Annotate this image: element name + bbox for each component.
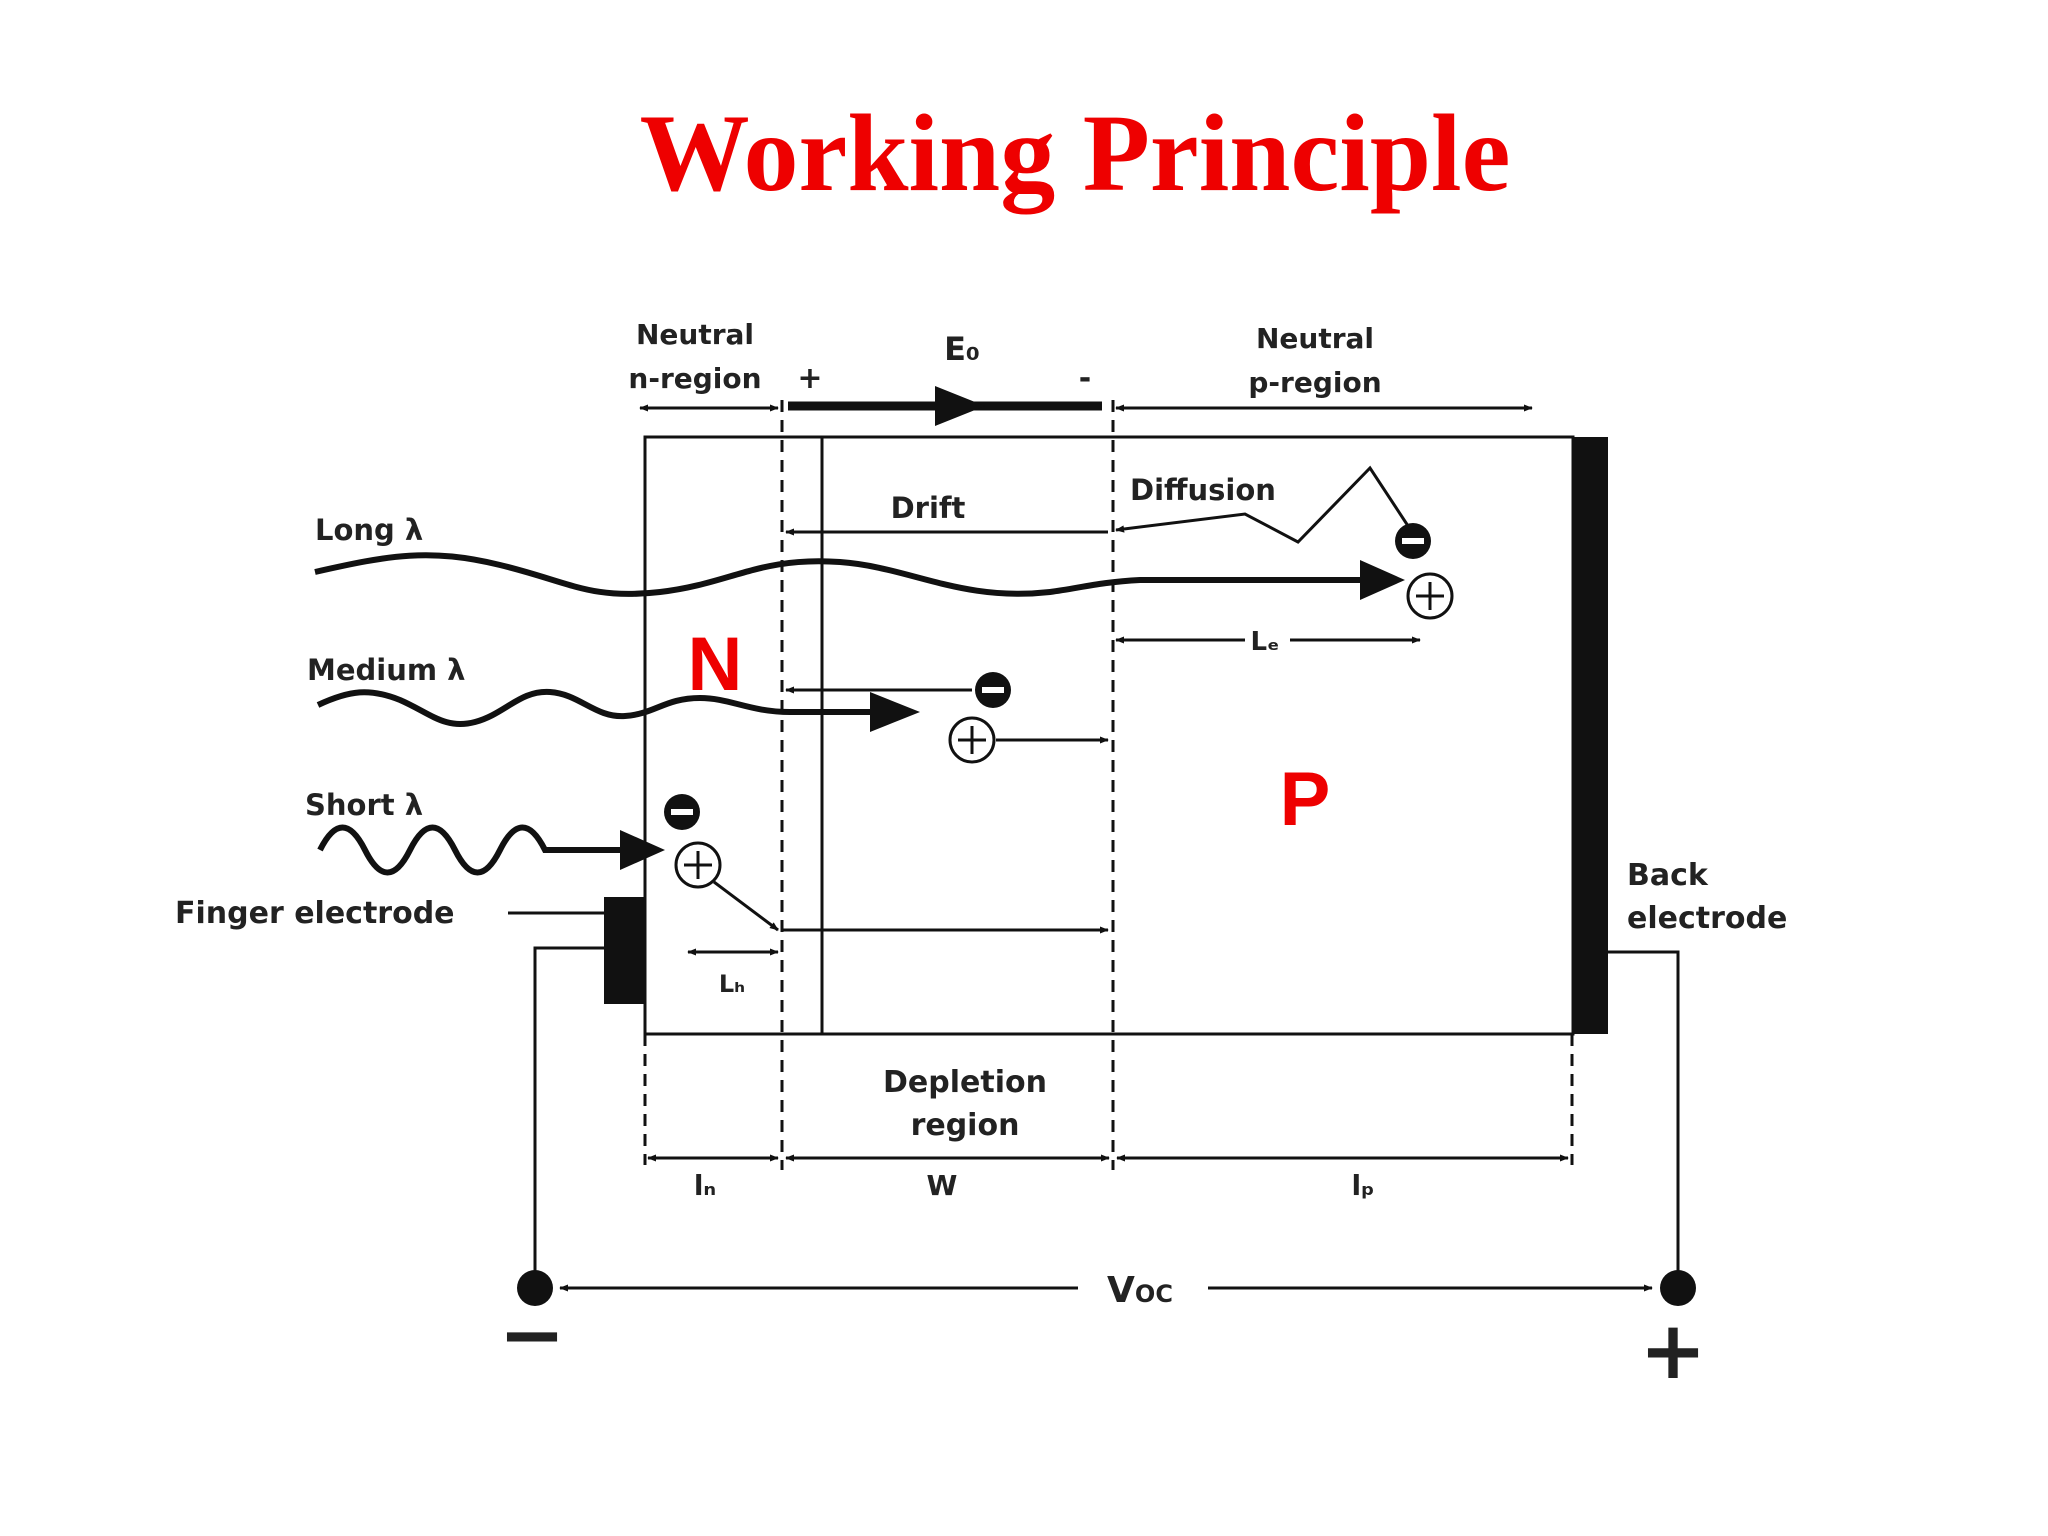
medium-wavelength-label: Medium λ [307, 653, 466, 687]
field-label: E₀ [944, 330, 980, 368]
field-arrowhead [935, 386, 985, 426]
back-electrode-label-1: Back [1627, 858, 1709, 893]
short-hole [674, 841, 722, 889]
terminal-plus-sign: + [1639, 1304, 1706, 1397]
medium-wavelength-wave [316, 688, 890, 728]
ln-label: lₙ [694, 1169, 716, 1202]
neutral-n-region-label-2: n-region [628, 362, 761, 395]
le-label: Lₑ [1250, 627, 1279, 657]
long-wavelength-label: Long λ [315, 513, 423, 547]
short-wavelength-arrowhead [620, 830, 665, 870]
back-electrode-bar [1572, 437, 1608, 1034]
cell-body [643, 435, 1575, 1036]
medium-wavelength-arrowhead [870, 692, 920, 732]
neutral-p-region-label-2: p-region [1248, 366, 1381, 399]
short-wavelength-label: Short λ [305, 788, 423, 822]
terminal-minus-sign: − [498, 1288, 565, 1381]
long-wavelength-wave [314, 552, 1385, 597]
lh-label: Lₕ [719, 970, 745, 998]
back-electrode-label-2: electrode [1627, 901, 1787, 936]
short-hole-diffusion-arrow [713, 880, 779, 932]
negative-lead-wire [533, 946, 604, 1285]
w-label: W [927, 1169, 958, 1202]
negative-terminal [517, 1270, 553, 1306]
long-electron [1395, 523, 1431, 559]
field-minus: - [1079, 361, 1091, 396]
page-title: Working Principle [639, 92, 1511, 214]
field-plus: + [797, 361, 822, 396]
neutral-n-region-label-1: Neutral [636, 318, 754, 351]
short-wavelength-wave [317, 824, 640, 876]
finger-electrode-contact [604, 897, 645, 1004]
positive-terminal [1660, 1270, 1696, 1306]
p-region-letter: P [1280, 757, 1331, 842]
n-region-letter: N [688, 622, 743, 707]
neutral-p-region-label-1: Neutral [1256, 322, 1374, 355]
long-wavelength-arrowhead [1360, 560, 1405, 600]
voc-label: VOC [1107, 1270, 1173, 1311]
positive-lead-wire [1608, 950, 1680, 1285]
long-hole [1406, 572, 1454, 620]
lp-label: lₚ [1351, 1169, 1374, 1202]
medium-hole [948, 716, 996, 764]
finger-electrode-label: Finger electrode [175, 896, 455, 931]
medium-electron [975, 672, 1011, 708]
diffusion-path [1115, 465, 1414, 544]
drift-label: Drift [891, 491, 966, 525]
short-electron [664, 794, 700, 830]
depletion-region-label-2: region [911, 1108, 1020, 1143]
diffusion-label: Diffusion [1130, 473, 1276, 507]
depletion-region-label-1: Depletion [883, 1065, 1047, 1100]
